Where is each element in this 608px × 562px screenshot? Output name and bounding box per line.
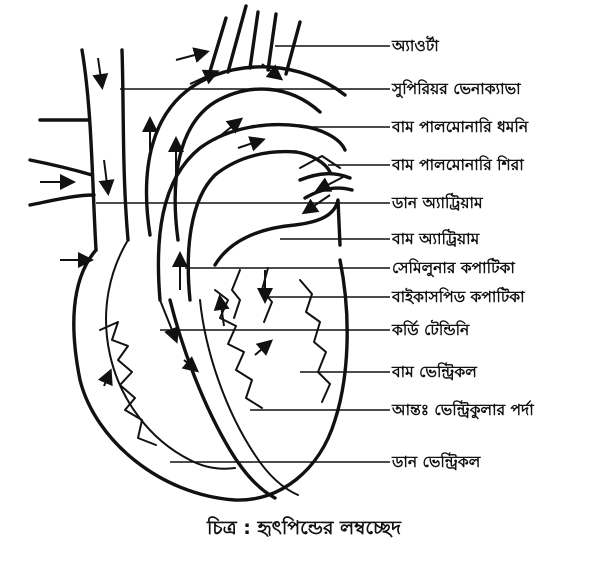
left-atrium-chamber — [213, 198, 342, 267]
label-aorta: অ্যাওর্টা — [392, 37, 439, 55]
label-bicuspid-valve: বাইকাসপিড কপাটিকা — [392, 288, 525, 306]
ventricle-trabeculae — [99, 267, 331, 446]
aorta-vessel — [144, 4, 347, 242]
label-semilunar-valve: সেমিলুনার কপাটিকা — [392, 259, 515, 277]
label-interventricular-septum: আন্তঃ ভেন্ট্রিকুলার পর্দা — [392, 401, 534, 419]
figure-caption: চিত্র : হৃৎপিন্ডের লম্বচ্ছেদ — [207, 517, 401, 539]
label-left-atrium: বাম অ্যাট্রিয়াম — [392, 230, 480, 248]
septum-wall — [168, 298, 299, 500]
right-pulmonary-veins — [28, 118, 96, 207]
pulmonary-artery-vessel — [156, 122, 347, 302]
superior-vena-cava-vessel — [80, 48, 130, 252]
heart-outer-wall — [72, 239, 349, 502]
label-right-atrium: ডান অ্যাট্রিয়াম — [392, 194, 483, 212]
label-leader-lines — [96, 45, 390, 463]
label-left-pulmonary-vein: বাম পালমোনারি শিরা — [392, 156, 524, 174]
label-chordae-tendineae: কর্ডি টেন্ডিনি — [392, 321, 470, 339]
label-left-ventricle: বাম ভেন্ট্রিকল — [392, 363, 477, 381]
label-superior-vena-cava: সুপিরিয়র ভেনাক্যাভা — [392, 80, 521, 98]
label-right-ventricle: ডান ভেন্ট্রিকল — [392, 453, 481, 471]
blood-flow-arrows — [40, 47, 346, 387]
label-left-pulmonary-artery: বাম পালমোনারি ধমনি — [392, 118, 529, 136]
